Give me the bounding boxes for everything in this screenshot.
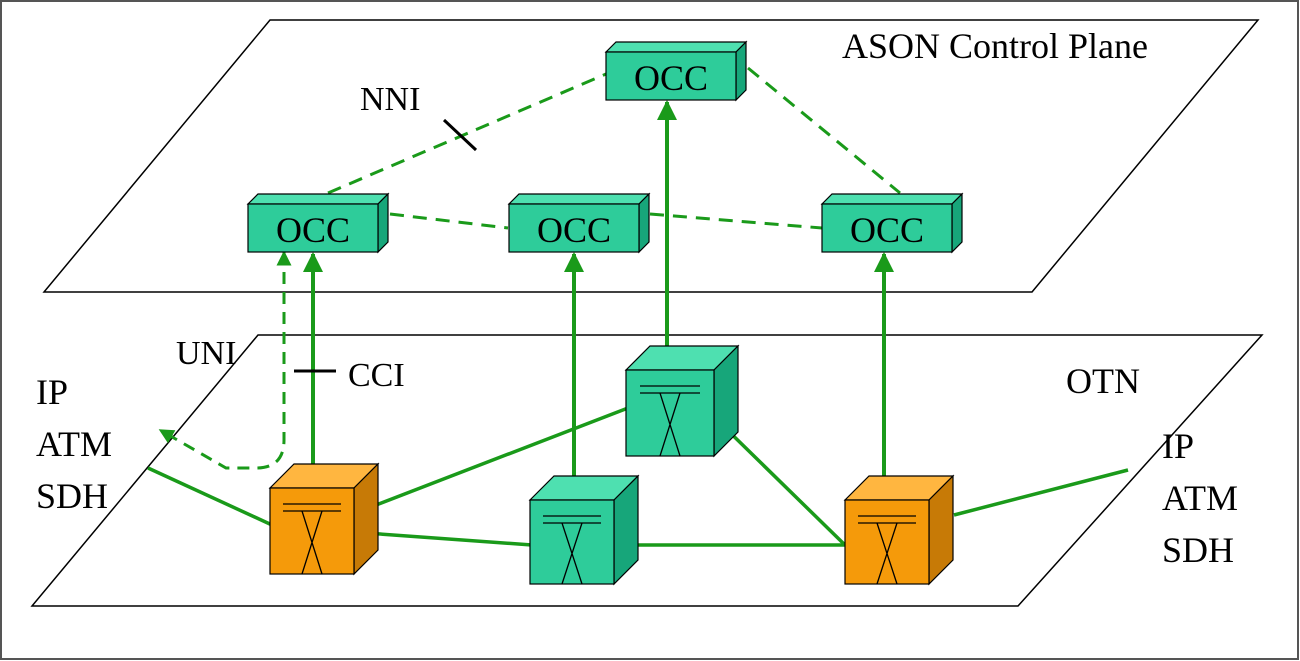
link-client-left xyxy=(147,466,273,527)
client-left-line3: SDH xyxy=(36,476,108,516)
occ-middle: OCC xyxy=(507,192,651,254)
client-labels-left: IP ATM SDH xyxy=(36,372,112,516)
occ-right: OCC xyxy=(820,192,964,254)
nni-tick xyxy=(442,118,478,152)
nni-link-left-top xyxy=(327,72,607,195)
control-plane-label: ASON Control Plane xyxy=(842,26,1148,66)
client-left-line2: ATM xyxy=(36,424,112,464)
link-orange-left-teal-bottom xyxy=(351,530,533,547)
link-orange-left-teal-top xyxy=(375,406,629,507)
switch-orange-right xyxy=(843,474,955,586)
occ-top: OCC xyxy=(604,40,748,102)
switch-orange-left xyxy=(268,462,380,576)
switch-teal-bottom xyxy=(528,474,640,586)
switch-orange-right-symbol xyxy=(858,515,916,585)
client-right-line1: IP xyxy=(1162,426,1194,466)
nni-link-left-middle xyxy=(389,212,509,230)
switch-teal-top xyxy=(624,344,740,458)
nni-link-top-right xyxy=(747,66,901,195)
client-left-line1: IP xyxy=(36,372,68,412)
switch-teal-bottom-symbol xyxy=(543,515,601,585)
transport-links xyxy=(147,406,1129,547)
uni-link xyxy=(158,250,292,470)
link-client-right xyxy=(953,468,1129,517)
client-labels-right: IP ATM SDH xyxy=(1162,426,1238,570)
nni-link-middle-right xyxy=(649,212,823,230)
client-right-line2: ATM xyxy=(1162,478,1238,518)
occ-left: OCC xyxy=(246,192,390,254)
switch-teal-top-symbol xyxy=(640,385,700,457)
nni-label: NNI xyxy=(360,81,420,118)
nni-links xyxy=(327,66,901,230)
occ-right-label: OCC xyxy=(850,210,924,250)
switch-orange-left-symbol xyxy=(283,503,341,575)
occ-top-label: OCC xyxy=(634,58,708,98)
cci-label: CCI xyxy=(348,357,405,394)
uni-label: UNI xyxy=(176,335,236,372)
client-right-line3: SDH xyxy=(1162,530,1234,570)
transport-plane-label: OTN xyxy=(1066,361,1140,401)
occ-left-label: OCC xyxy=(276,210,350,250)
occ-middle-label: OCC xyxy=(537,210,611,250)
